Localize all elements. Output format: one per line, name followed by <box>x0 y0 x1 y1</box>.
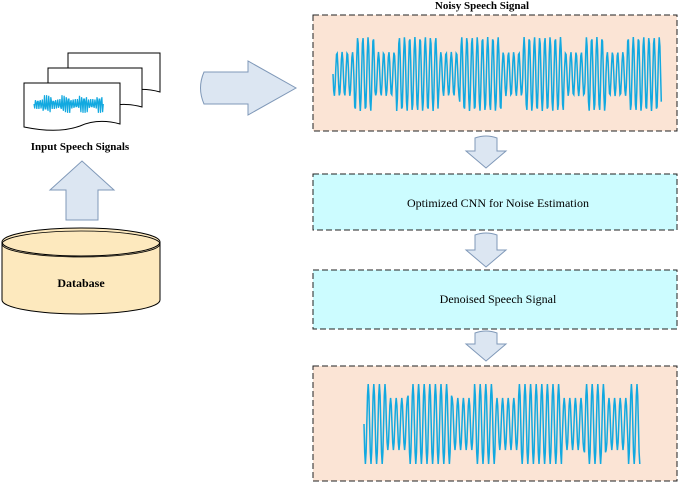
arrow-up-database-to-input <box>48 160 116 221</box>
noisy-signal-box <box>312 14 678 132</box>
database-top <box>1 227 161 257</box>
database-label: Database <box>57 276 105 290</box>
denoised-box-label: Denoised Speech Signal <box>440 292 557 306</box>
database-cylinder <box>1 227 161 315</box>
database-body <box>1 241 161 315</box>
cnn-box-label: Optimized CNN for Noise Estimation <box>407 196 589 210</box>
database-top-inner <box>1 230 161 258</box>
arrow-down-denoised-to-output <box>464 330 508 362</box>
arrow-down-cnn-to-denoised <box>464 232 508 268</box>
document-waveform <box>33 95 104 113</box>
denoised-box <box>312 269 678 330</box>
noisy-signal-title: Noisy Speech Signal <box>435 0 529 12</box>
clean-signal-waveform <box>363 383 641 465</box>
arrow-down-noisy-to-cnn <box>464 135 508 169</box>
cnn-box <box>312 173 678 231</box>
input-speech-documents <box>23 52 161 131</box>
noisy-signal-waveform <box>332 36 663 112</box>
arrow-right-input-to-noisy <box>200 60 298 116</box>
input-speech-label: Input Speech Signals <box>31 141 130 153</box>
